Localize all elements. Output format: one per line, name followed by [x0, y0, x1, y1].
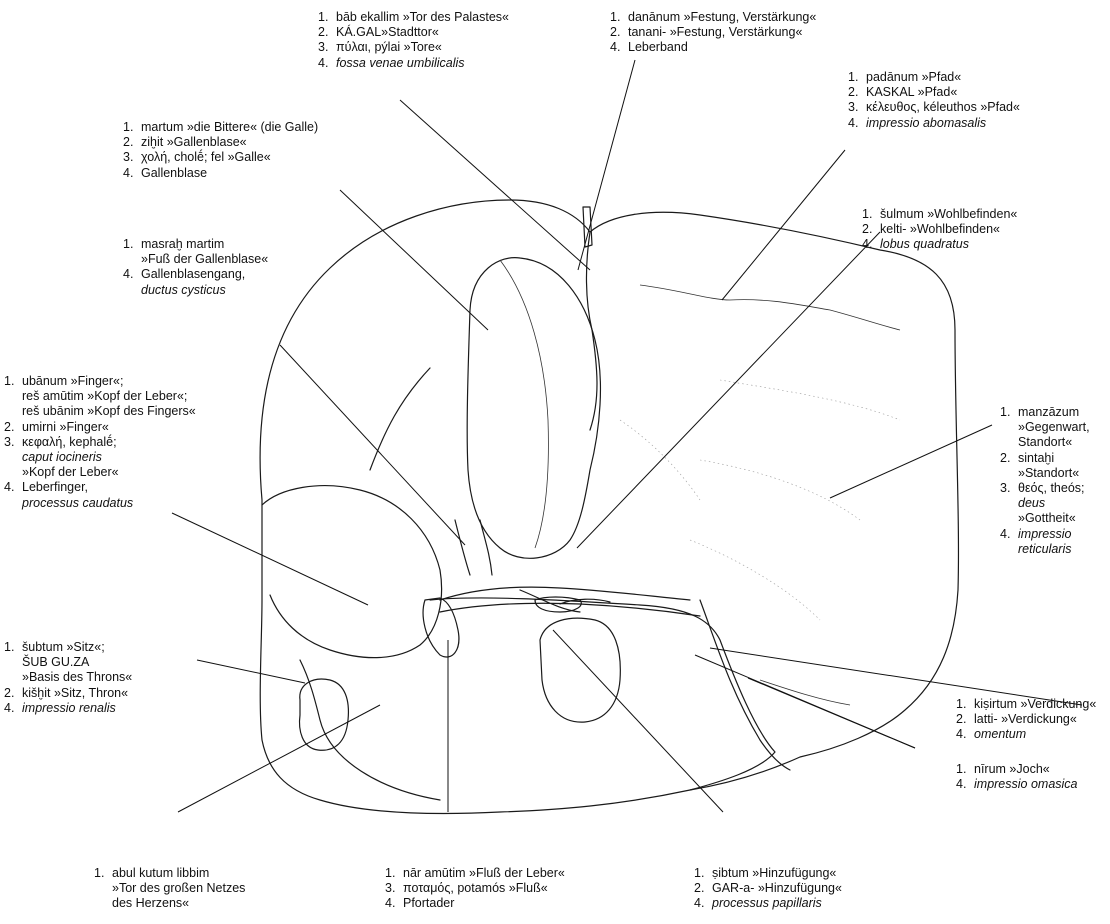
umbilical-stub	[583, 207, 592, 247]
left-lower-edge	[300, 660, 440, 800]
label-padanum: 1.padānum »Pfad« 2.KASKAL »Pfad« 3.κέλευ…	[848, 70, 1020, 131]
gallbladder-shape	[467, 258, 600, 559]
left-lobe-line	[370, 368, 430, 470]
papillary-process	[540, 618, 620, 722]
abomasal-line	[640, 285, 900, 330]
label-nirum: 1.nīrum »Joch« 4.impressio omasica	[956, 762, 1078, 792]
label-bab-ekallim: 1.bāb ekallim »Tor des Palastes« 2.KÁ.GA…	[318, 10, 509, 71]
liver-outline	[260, 200, 958, 814]
label-manzazum: 1.manzāzum »Gegenwart, Standort« 2.sinta…	[1000, 405, 1090, 557]
label-masrah: 1.masraḫ martim »Fuß der Gallenblase« 4.…	[123, 237, 268, 298]
label-ubanum: 1.ubānum »Finger«; reš amūtim »Kopf der …	[4, 374, 196, 511]
label-nar: 1.nār amūtim »Fluß der Leber« 3.ποταμός,…	[385, 866, 565, 912]
label-dananum: 1.danānum »Festung, Verstärkung« 2.tanan…	[610, 10, 816, 56]
caudate-process	[262, 486, 442, 658]
gallbladder-fold	[500, 260, 548, 548]
label-subtum: 1.šubtum »Sitz«; ŠUB GU.ZA »Basis des Th…	[4, 640, 132, 716]
label-sulmum: 1.šulmum »Wohlbefinden« 2.kelti- »Wohlbe…	[862, 207, 1017, 253]
lower-region	[430, 598, 775, 790]
reticular-dotted	[620, 380, 900, 620]
portal-trunk	[423, 598, 459, 657]
label-kisirtum: 1.kiṣirtum »Verdickung« 2.latti- »Verdic…	[956, 697, 1096, 743]
label-abul: 1.abul kutum libbim »Tor des großen Netz…	[94, 866, 245, 912]
label-sibtum: 1.ṣibtum »Hinzufügung« 2.GAR-a- »Hinzufü…	[694, 866, 842, 912]
label-martum: 1.martum »die Bittere« (die Galle) 2.ziḫ…	[123, 120, 318, 181]
gallbladder-duct	[455, 520, 492, 575]
omentum-edge	[700, 600, 790, 770]
renal-blob	[300, 679, 349, 750]
right-lobe-edge	[586, 232, 597, 430]
